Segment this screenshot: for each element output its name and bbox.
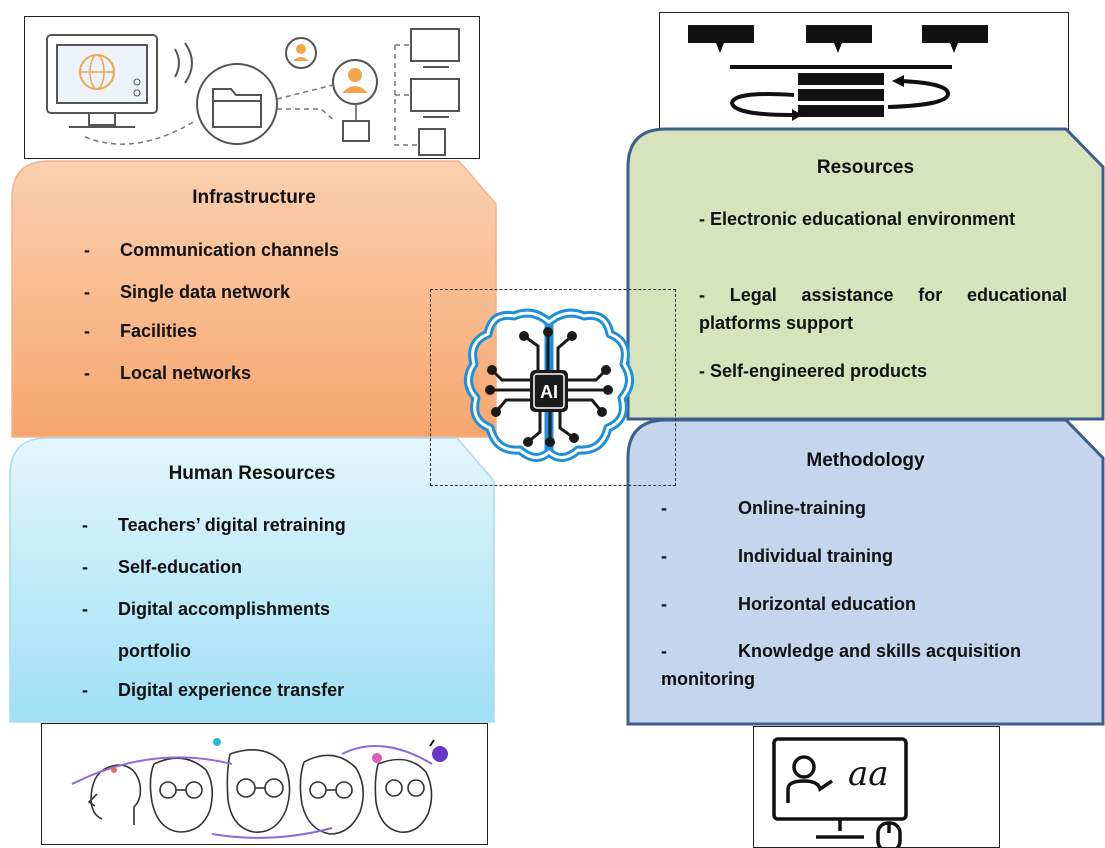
methodology-dash-4: - <box>661 641 667 661</box>
human-item-3: Digital accomplishments <box>118 599 331 619</box>
infrastructure-title: Infrastructure <box>192 187 316 208</box>
people-illustration <box>41 723 488 845</box>
human-dash-2: - <box>82 557 88 577</box>
resources-item-3: - Self-engineered products <box>699 361 928 381</box>
e-learning-letters: aa <box>848 754 889 794</box>
human-dash-3: - <box>82 599 88 619</box>
methodology-item-2: Individual training <box>738 546 894 566</box>
human-item-4: Digital experience transfer <box>118 680 345 700</box>
hierarchy-flow-icon <box>688 25 988 121</box>
human-item-3-cont: portfolio <box>118 641 191 661</box>
methodology-item-3: Horizontal education <box>738 594 917 614</box>
methodology-panel: Methodology - Online-training - Individu… <box>626 418 1105 726</box>
infrastructure-item-3: Facilities <box>120 321 198 341</box>
hierarchy-illustration <box>659 12 1069 132</box>
infrastructure-panel: Infrastructure - Communication channels … <box>11 160 497 438</box>
resources-title: Resources <box>816 157 915 178</box>
human-dash-4: - <box>82 680 88 700</box>
infrastructure-dash-2: - <box>84 282 90 302</box>
human-item-1: Teachers’ digital retraining <box>118 515 346 535</box>
infrastructure-dash-1: - <box>84 240 90 260</box>
infrastructure-dash-4: - <box>84 363 90 383</box>
methodology-item-4: Knowledge and skills acquisition <box>738 641 1022 661</box>
methodology-dash-3: - <box>661 594 667 614</box>
network-illustration <box>24 16 480 159</box>
ai-brain-icon: AI <box>464 308 634 462</box>
human-resources-title: Human Resources <box>168 463 336 484</box>
methodology-dash-2: - <box>661 546 667 566</box>
methodology-title: Methodology <box>806 450 925 471</box>
infrastructure-item-4: Local networks <box>120 363 252 383</box>
resources-panel: Resources - Electronic educational envir… <box>626 127 1105 421</box>
e-learning-monitor-icon: aa <box>772 737 908 847</box>
methodology-dash-1: - <box>661 498 667 518</box>
network-diagram-icon <box>46 28 460 156</box>
methodology-item-4-cont: monitoring <box>661 669 755 689</box>
human-resources-panel: Human Resources - Teachers’ digital retr… <box>9 437 495 723</box>
people-sketch-icon <box>71 738 448 839</box>
resources-item-2: - Legal assistance for educational platf… <box>699 285 1067 333</box>
infrastructure-item-2: Single data network <box>120 282 291 302</box>
methodology-item-1: Online-training <box>738 498 866 518</box>
ai-chip-label: AI <box>540 382 558 402</box>
infrastructure-item-1: Communication channels <box>120 240 340 260</box>
human-dash-1: - <box>82 515 88 535</box>
elearning-illustration: aa <box>753 726 1000 848</box>
resources-item-1: - Electronic educational environment <box>699 209 1016 229</box>
infrastructure-dash-3: - <box>84 321 90 341</box>
ai-frame <box>430 289 676 486</box>
human-item-2: Self-education <box>118 557 243 577</box>
